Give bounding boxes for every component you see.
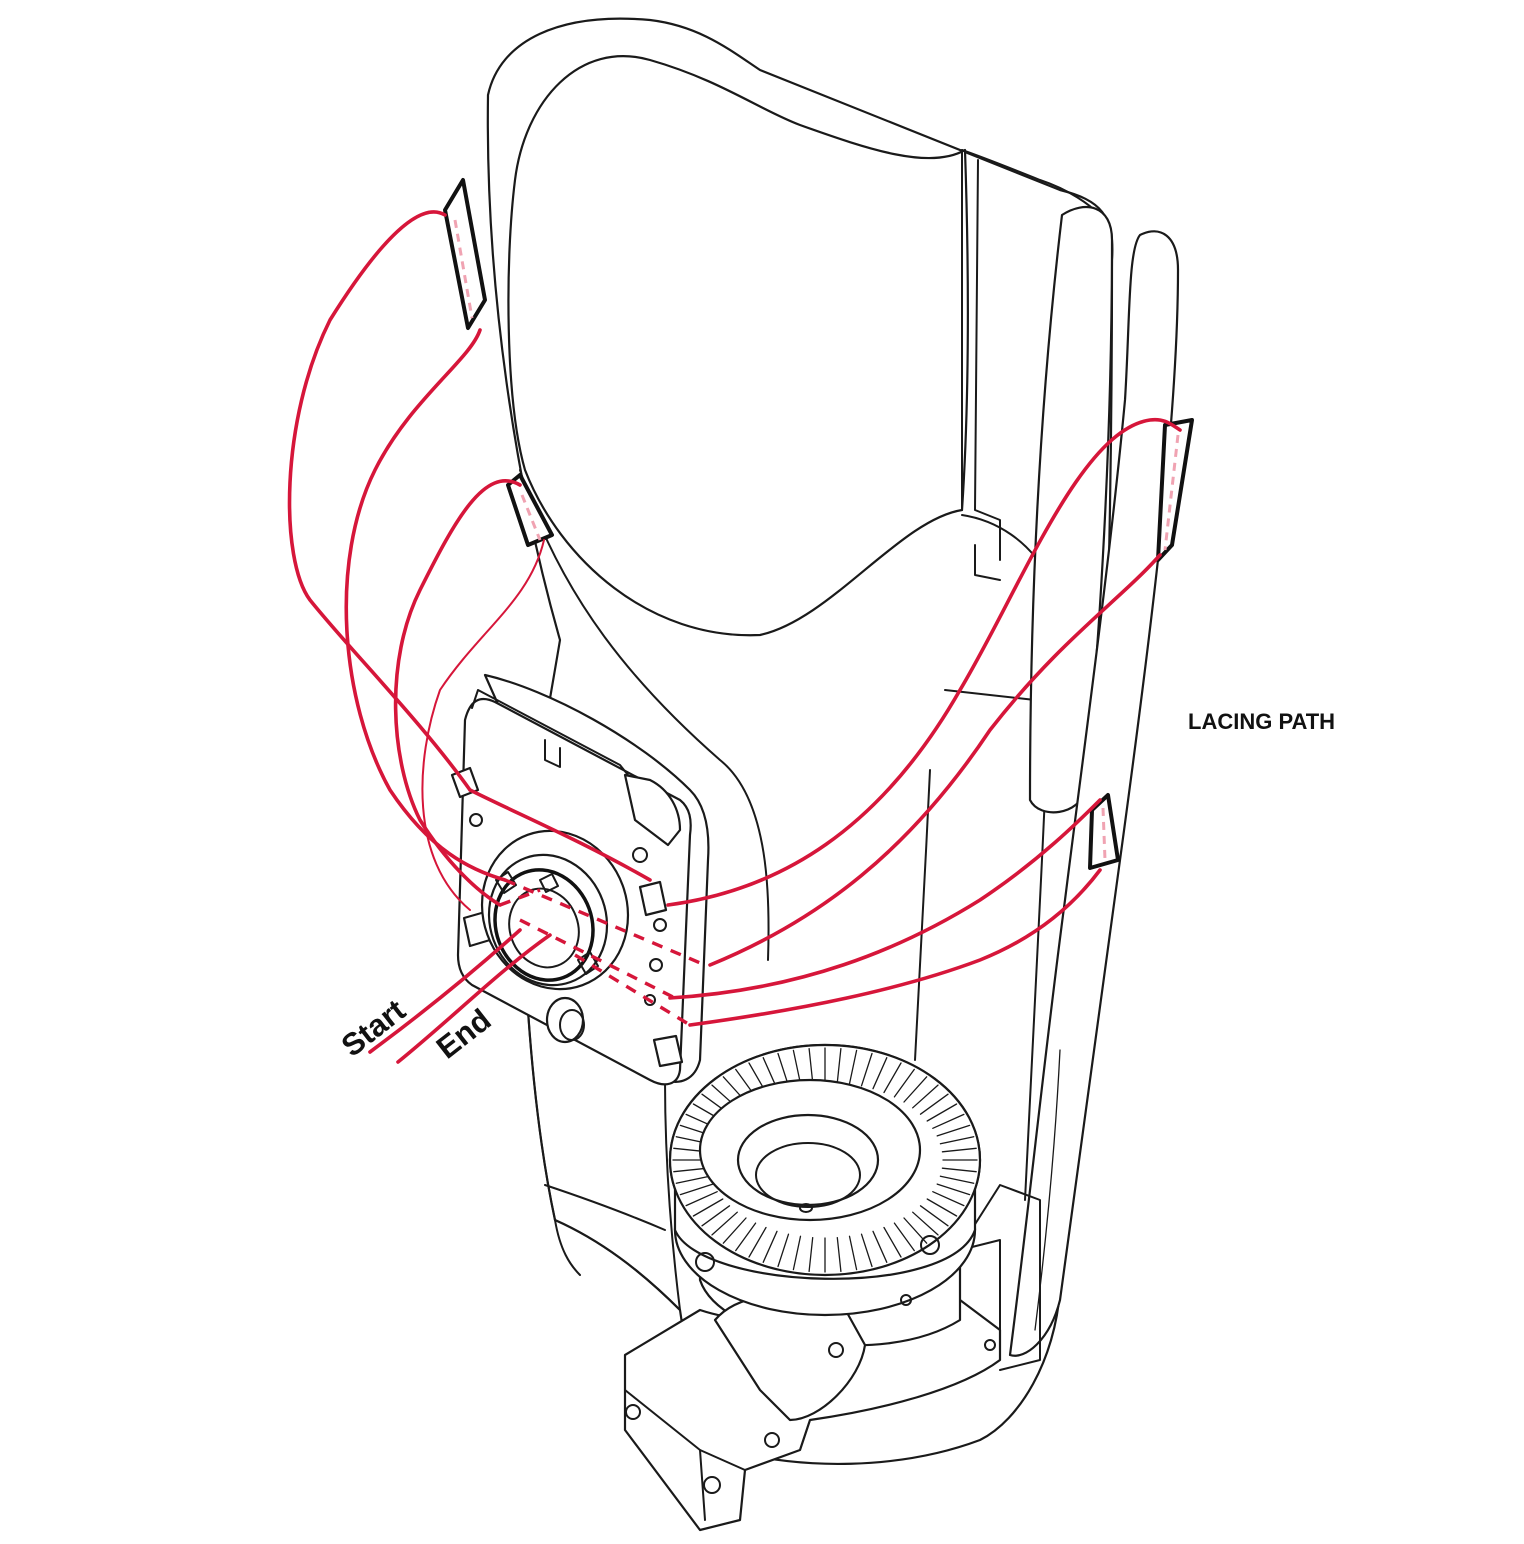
lace-loop-3 <box>393 479 522 907</box>
gear-tooth <box>932 1113 965 1129</box>
gear-tooth <box>872 1230 888 1263</box>
gear-tooth <box>692 1198 724 1217</box>
gear-tooth <box>685 1191 718 1207</box>
plate-tab-upper-right <box>638 880 668 917</box>
socket-inner-cup <box>507 55 969 637</box>
lace-hidden-2 <box>519 918 676 1000</box>
gear-tooth <box>926 1103 958 1122</box>
gear-tooth <box>893 1222 915 1252</box>
boa-dial <box>480 829 630 1044</box>
gear-tooth <box>808 1047 814 1084</box>
gear-tooth <box>792 1049 802 1085</box>
gear-tooth <box>848 1235 858 1271</box>
lace-start-tail <box>368 928 522 1054</box>
lace-loop-3-return <box>421 539 545 911</box>
lace-hidden-1 <box>504 878 706 967</box>
guide-lower-right <box>1088 793 1120 870</box>
gear-tooth <box>936 1124 971 1137</box>
gear-tooth <box>912 1211 939 1236</box>
gear-tooth <box>919 1205 949 1227</box>
gear-tooth <box>808 1236 814 1273</box>
lace-plate-link <box>468 788 652 882</box>
gear-tooth <box>711 1211 738 1236</box>
lace-loop-6 <box>668 798 1102 1000</box>
gear-tooth <box>936 1183 971 1196</box>
gear-tooth <box>919 1093 949 1115</box>
lace-loop-1 <box>287 210 472 792</box>
guide-upper-right <box>1156 418 1194 562</box>
gear-tooth <box>673 1167 709 1173</box>
gear-tooth <box>762 1230 778 1263</box>
gear-tooth <box>883 1226 902 1258</box>
gear-tooth <box>679 1183 714 1196</box>
plate-tab-lower-right <box>652 1034 684 1068</box>
socket-front-face <box>519 469 770 961</box>
dial-knob <box>545 996 585 1044</box>
lace-loop-7 <box>688 868 1102 1027</box>
gear-tooth <box>926 1198 958 1217</box>
gear-tooth <box>932 1191 965 1207</box>
gear-tooth <box>848 1049 858 1085</box>
end-label: End <box>430 1002 498 1066</box>
gear-tooth <box>883 1062 902 1094</box>
gear-tooth <box>792 1235 802 1271</box>
gear-tooth <box>860 1052 873 1087</box>
lower-body-left <box>524 959 681 1311</box>
gear-tooth <box>893 1068 915 1098</box>
gear-tooth <box>735 1222 757 1252</box>
lace-hidden-3 <box>574 953 691 1027</box>
lace-loop-4 <box>666 417 1182 907</box>
gear-tooth <box>941 1147 977 1153</box>
lacing-path-title: LACING PATH <box>1188 709 1335 734</box>
guide-upper-left <box>443 178 487 330</box>
gear-tooth <box>872 1057 888 1090</box>
gear-tooth <box>675 1175 711 1184</box>
gear-tooth <box>939 1136 975 1145</box>
gear-tooth <box>777 1233 790 1268</box>
rotation-ring <box>668 1043 982 1317</box>
gear-tooth <box>836 1047 842 1084</box>
gear-tooth <box>748 1226 767 1258</box>
gear-tooth <box>701 1205 731 1227</box>
lace-path <box>287 210 1182 1064</box>
gear-tooth <box>912 1084 939 1109</box>
gear-tooth <box>722 1217 747 1244</box>
gear-tooth <box>939 1175 975 1184</box>
lace-end-tail <box>396 933 552 1064</box>
gear-tooth <box>836 1236 842 1273</box>
guide-mid-left <box>506 473 554 547</box>
lace-loop-5 <box>708 553 1162 967</box>
gear-tooth <box>941 1167 977 1173</box>
gear-tooth <box>860 1233 873 1268</box>
gear-tooth <box>903 1076 928 1103</box>
start-label: Start <box>335 992 412 1063</box>
